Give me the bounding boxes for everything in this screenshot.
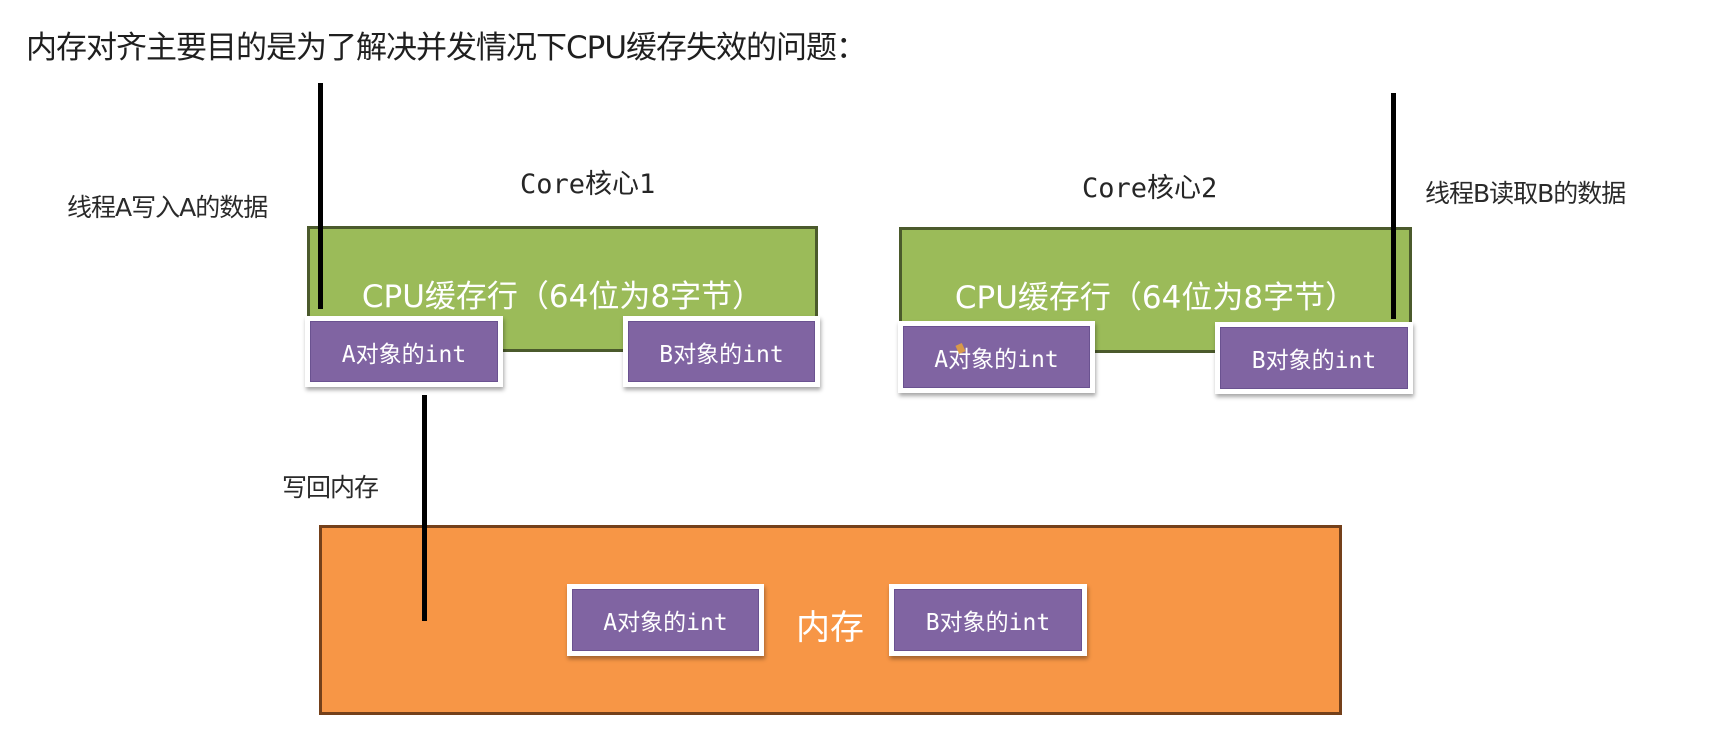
thread-a-label: 线程A写入A的数据 — [67, 193, 268, 222]
thread-b-label: 线程B读取B的数据 — [1425, 179, 1626, 208]
core-2-object-b: B对象的int — [1215, 322, 1413, 394]
memory-block — [319, 525, 1342, 715]
memory-label: 内存 — [796, 608, 864, 648]
core-2-object-a: A对象的int — [898, 321, 1095, 393]
write-back-line — [422, 395, 427, 621]
core-2-object-b-label: B对象的int — [1220, 327, 1408, 389]
core-2-label: Core核心2 — [1082, 173, 1218, 204]
core-2-object-a-label: A对象的int — [903, 326, 1090, 388]
core-1-cache-line-label: CPU缓存行（64位为8字节） — [361, 279, 764, 315]
core-1-object-a: A对象的int — [305, 316, 503, 387]
thread-a-line — [318, 83, 323, 309]
core-1-label: Core核心1 — [520, 169, 656, 200]
memory-object-a-label: A对象的int — [572, 589, 759, 651]
core-1-object-a-label: A对象的int — [310, 321, 498, 382]
page-title: 内存对齐主要目的是为了解决并发情况下CPU缓存失效的问题： — [26, 30, 867, 66]
write-back-label: 写回内存 — [282, 473, 379, 502]
memory-object-b: B对象的int — [889, 584, 1087, 656]
memory-object-a: A对象的int — [567, 584, 764, 656]
core-1-object-b: B对象的int — [623, 316, 820, 387]
memory-object-b-label: B对象的int — [894, 589, 1082, 651]
core-1-object-b-label: B对象的int — [628, 321, 815, 382]
thread-b-line — [1391, 93, 1396, 319]
core-2-cache-line-label: CPU缓存行（64位为8字节） — [954, 280, 1357, 316]
